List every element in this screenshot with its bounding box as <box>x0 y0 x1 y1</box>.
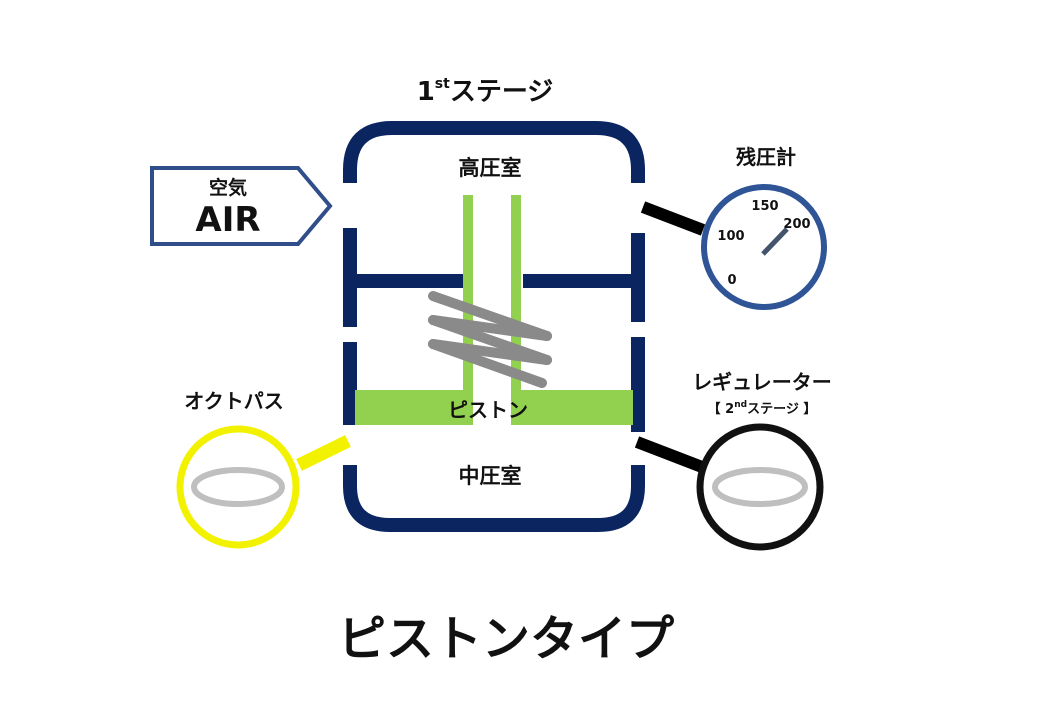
gauge-tick-200: 200 <box>783 217 810 232</box>
regulator: レギュレーター 【 2ndステージ 】 <box>634 370 832 551</box>
gauge-tick-150: 150 <box>751 199 778 214</box>
octopus: オクトパス <box>176 389 351 549</box>
gauge-tick-100: 100 <box>717 229 744 244</box>
air-label-jp: 空気 <box>209 176 247 199</box>
first-stage-chamber <box>343 121 645 532</box>
diagram-title: ピストンタイプ <box>338 611 674 667</box>
spring <box>428 291 552 388</box>
piston <box>355 195 633 425</box>
regulator-label: レギュレーター <box>692 370 832 394</box>
octopus-label: オクトパス <box>184 389 284 413</box>
regulator-sublabel: 【 2ndステージ 】 <box>708 400 817 417</box>
gauge-tick-0: 0 <box>727 273 736 288</box>
stage-title: 1stステージ <box>417 76 554 107</box>
gauge-needle <box>761 227 789 256</box>
octopus-oring <box>191 467 285 507</box>
regulator-oring <box>712 467 808 507</box>
air-inlet-arrow: 空気 AIR <box>150 166 333 246</box>
piston-label: ピストン <box>448 398 528 422</box>
mid-pressure-chamber-label: 中圧室 <box>459 464 522 488</box>
high-pressure-chamber-label: 高圧室 <box>459 156 522 180</box>
air-label-en: AIR <box>195 200 260 240</box>
gauge-title: 残圧計 <box>736 145 796 169</box>
pressure-gauge: 0 100 150 200 残圧計 <box>640 145 827 310</box>
